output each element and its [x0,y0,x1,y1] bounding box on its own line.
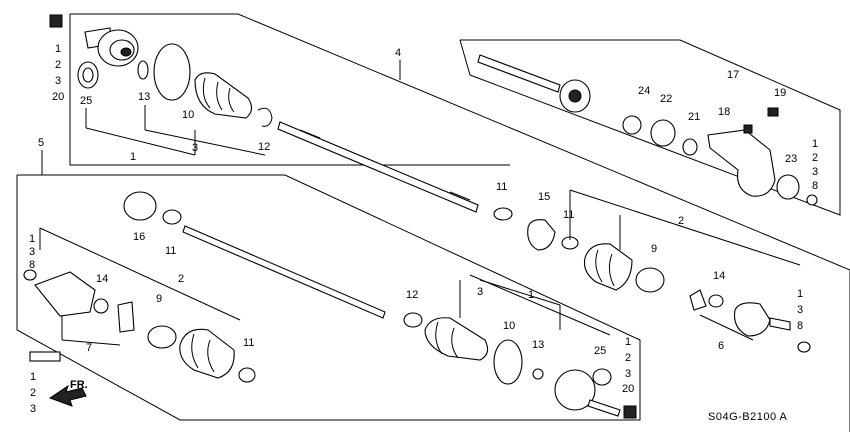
callout: 11 [563,209,574,221]
front-direction-arrow [48,384,87,407]
callout: 5 [38,137,44,149]
leader-lines [39,60,801,346]
callout: 8 [29,259,35,271]
callout: 8 [797,320,803,332]
callout: 11 [243,337,254,349]
callout: 1 [812,138,818,150]
callout: 10 [503,320,515,332]
callout: 20 [52,91,64,103]
callout: 16 [133,231,145,243]
callout: 1 [528,289,534,301]
callout: 22 [660,93,672,105]
callout: 19 [774,87,786,99]
callout: 3 [625,368,631,380]
callout: 21 [688,111,700,123]
callout: 23 [785,153,797,165]
callout: 13 [532,339,544,351]
callout: 4 [395,47,401,59]
callout: 2 [678,215,684,227]
callout: 25 [594,345,606,357]
callout: 1 [130,151,136,163]
callout: 20 [622,383,634,395]
callout: 1 [797,288,803,300]
callout: 8 [812,180,818,192]
callout: 2 [30,387,36,399]
callout: 17 [727,69,739,81]
callout: 3 [812,166,818,178]
callout: 3 [30,403,36,415]
callout: 3 [55,75,61,87]
outboard-joint-top [49,14,139,89]
callout: 25 [80,95,92,107]
callout: 11 [496,181,507,193]
callout: 9 [651,243,657,255]
lower-parts [23,191,386,383]
inboard-parts-upper [493,207,811,353]
callout: 6 [718,340,724,352]
callout: 3 [29,246,35,258]
callout: 2 [625,352,631,364]
outboard-parts-lower [403,312,637,419]
callout: 15 [538,191,550,203]
lower-assembly-frame [16,150,641,421]
callout: 24 [638,85,650,97]
callout: 12 [258,141,270,153]
callout: 14 [713,270,725,282]
callout: 3 [797,304,803,316]
direction-label: FR. [70,379,88,391]
intermediate-shaft-frame [459,39,841,216]
driveshaft-top [277,121,479,213]
callout: 1 [29,233,35,245]
callout: 3 [192,142,198,154]
callout: 10 [182,109,194,121]
callout: 7 [86,342,92,354]
callout: 1 [30,371,36,383]
callout: 3 [477,286,483,298]
callout: 14 [96,273,108,285]
intermediate-shaft [477,54,818,206]
callout: 2 [55,59,61,71]
callout: 2 [178,273,184,285]
callout: 9 [156,293,162,305]
callout: 1 [625,336,631,348]
callout-labels: 1 2 3 20 25 13 10 3 1 12 4 5 16 11 11 15… [29,43,818,423]
diagram-code: S04G-B2100 A [708,411,788,423]
callout: 1 [55,43,61,55]
callout: 11 [165,245,176,257]
callout: 2 [812,152,818,164]
callout: 18 [718,106,730,118]
callout: 12 [406,289,418,301]
boot-top [137,43,273,127]
callout: 13 [138,91,150,103]
